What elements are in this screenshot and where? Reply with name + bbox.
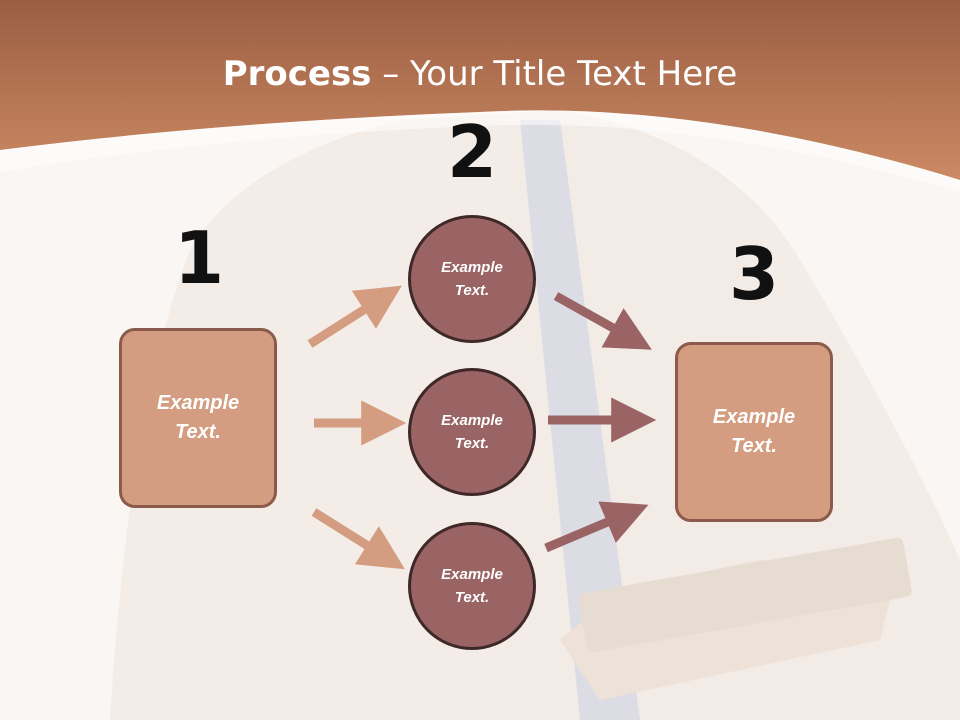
title-rest-part: – Your Title Text Here [371, 54, 738, 94]
step-1-box: Example Text. [119, 328, 277, 508]
arrow-from-step-2-top [553, 292, 652, 350]
step-2-circle-middle: Example Text. [408, 368, 536, 496]
step-3-text-line-1: Example [712, 406, 796, 428]
slide-title: Process – Your Title Text Here [0, 52, 960, 96]
step-3-box: Example Text. [675, 342, 833, 522]
circle-top-text-line-1: Example [441, 259, 503, 276]
circle-bottom-text-line-1: Example [441, 566, 503, 583]
circle-top-text-line-2: Text. [454, 282, 490, 299]
circle-middle-text-line-1: Example [441, 412, 503, 429]
step-1-text-line-2: Text. [175, 421, 221, 443]
circle-bottom-text-line-2: Text. [454, 589, 490, 606]
arrow-to-step-2-bottom [311, 508, 405, 570]
arrow-from-step-2-bottom [544, 501, 649, 553]
step-2-circle-top: Example Text. [408, 215, 536, 343]
title-bold-part: Process [222, 54, 372, 94]
step-number-1: 1 [173, 216, 225, 300]
step-number-2: 2 [446, 110, 498, 194]
arrow-to-step-2-top [307, 285, 402, 348]
circle-middle-text-line-2: Text. [454, 435, 490, 452]
step-3-text-line-2: Text. [731, 435, 777, 457]
background-photo-figure [110, 110, 960, 720]
header-band [0, 0, 960, 192]
step-number-3: 3 [728, 232, 780, 316]
step-2-circle-bottom: Example Text. [408, 522, 536, 650]
step-1-text-line-1: Example [156, 392, 240, 414]
